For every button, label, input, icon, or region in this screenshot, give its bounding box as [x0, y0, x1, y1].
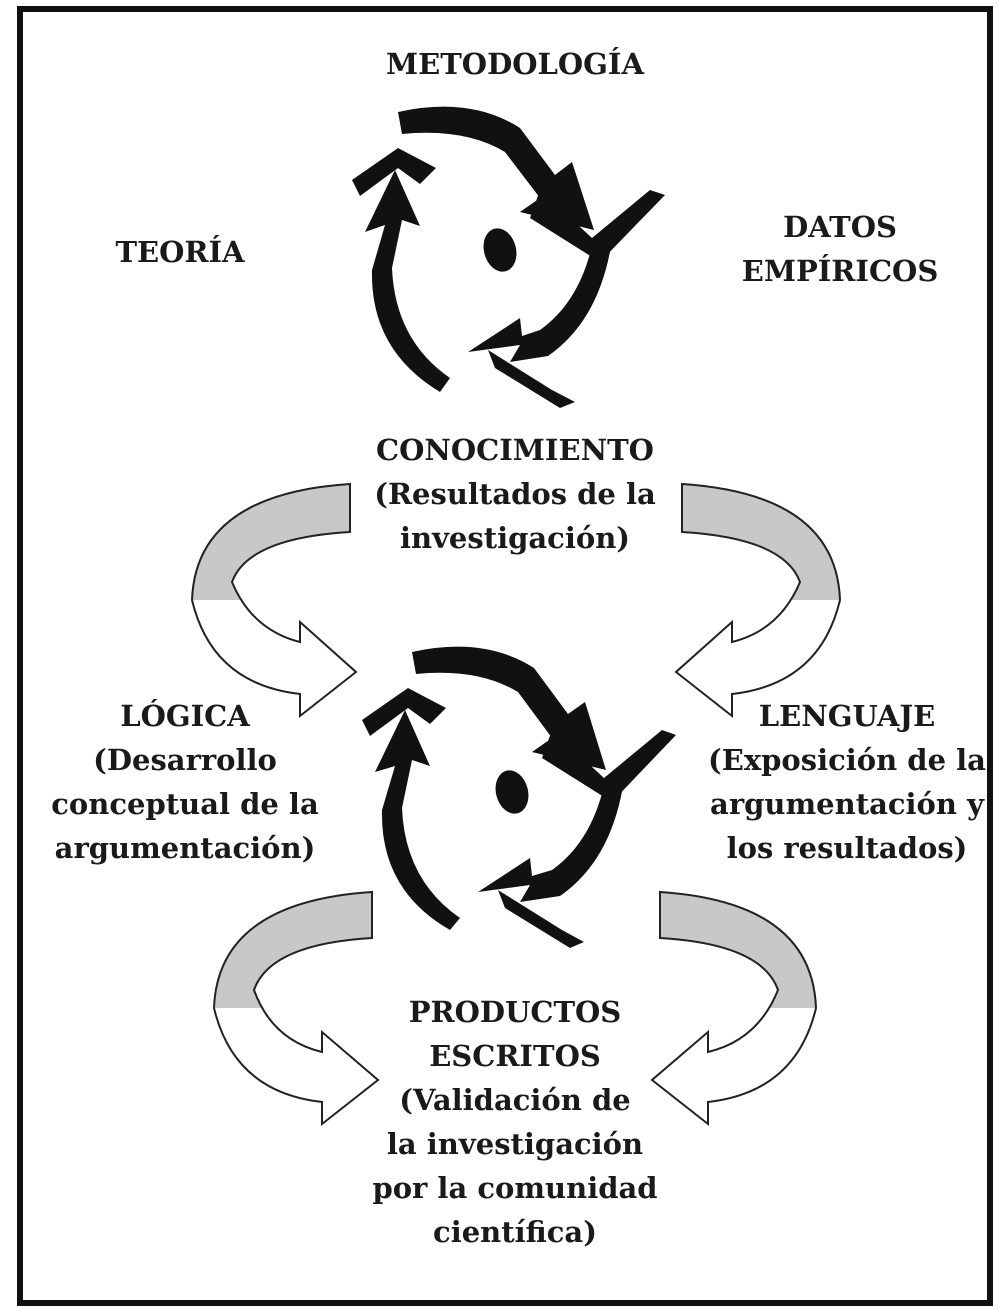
logica-line: (Desarrollo [93, 743, 277, 777]
lenguaje-title: LENGUAJE [758, 699, 936, 733]
productos-line: la investigación [386, 1127, 644, 1161]
lenguaje-line: (Exposición de la [708, 743, 986, 777]
productos-line: (Validación de [399, 1083, 631, 1117]
cycle-arrows-icon [362, 646, 676, 948]
logica-label: LÓGICA (Desarrollo conceptual de la argu… [40, 694, 330, 870]
curved-arrow-icon [650, 890, 818, 1127]
teoria-text: TEORÍA [115, 235, 245, 269]
curved-arrow-icon [674, 482, 842, 719]
productos-line: científica) [433, 1215, 597, 1249]
curved-arrow-icon [190, 482, 358, 719]
datos-text: DATOS [783, 210, 897, 244]
conocimiento-line: (Resultados de la [374, 477, 656, 511]
logica-line: argumentación) [54, 831, 316, 865]
logica-title: LÓGICA [120, 699, 250, 733]
lenguaje-line: los resultados) [726, 831, 968, 865]
datos-empiricos-label: DATOS EMPÍRICOS [720, 205, 960, 293]
conocimiento-title: CONOCIMIENTO [376, 433, 654, 467]
productos-title: ESCRITOS [429, 1039, 601, 1073]
metodologia-label: METODOLOGÍA [370, 42, 660, 86]
empiricos-text: EMPÍRICOS [741, 254, 939, 288]
productos-line: por la comunidad [372, 1171, 658, 1205]
productos-escritos-label: PRODUCTOS ESCRITOS (Validación de la inv… [370, 990, 660, 1254]
teoria-label: TEORÍA [90, 230, 270, 274]
metodologia-text: METODOLOGÍA [386, 47, 644, 81]
lenguaje-label: LENGUAJE (Exposición de la argumentación… [702, 694, 992, 870]
conocimiento-label: CONOCIMIENTO (Resultados de la investiga… [360, 428, 670, 560]
logica-line: conceptual de la [51, 787, 319, 821]
conocimiento-line: investigación) [399, 521, 631, 555]
lenguaje-line: argumentación y [710, 787, 984, 821]
productos-title: PRODUCTOS [408, 995, 622, 1029]
curved-arrow-icon [212, 890, 380, 1127]
cycle-arrows-icon [352, 106, 665, 408]
